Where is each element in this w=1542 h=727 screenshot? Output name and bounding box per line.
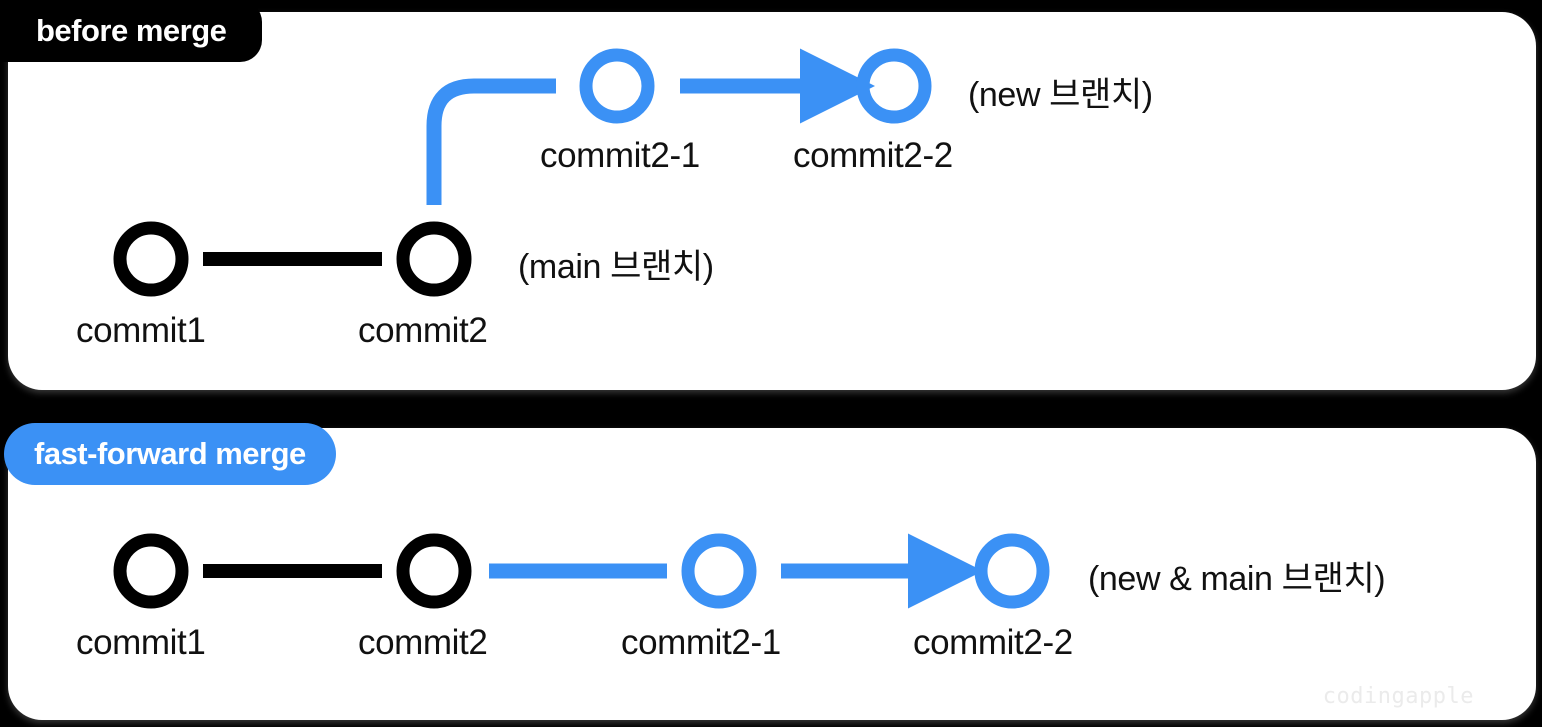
label-commit2-bottom: commit2: [358, 623, 488, 662]
badge-before-merge: before merge: [0, 0, 263, 62]
label-commit1-bottom: commit1: [76, 623, 206, 662]
label-commit1-top: commit1: [76, 311, 206, 350]
label-commit2-2-top: commit2-2: [793, 136, 953, 175]
label-main-branch: (main 브랜치): [518, 248, 714, 286]
label-new-branch: (new 브랜치): [968, 76, 1153, 114]
label-commit2-1-bottom: commit2-1: [621, 623, 781, 662]
label-commit2-1-top: commit2-1: [540, 136, 700, 175]
label-commit2-2-bottom: commit2-2: [913, 623, 1073, 662]
label-commit2-top: commit2: [358, 311, 488, 350]
panel-before-merge: [8, 12, 1536, 390]
label-new-and-main-branch: (new & main 브랜치): [1088, 560, 1386, 598]
watermark-codingapple: codingapple: [1322, 684, 1474, 709]
badge-fast-forward-merge: fast-forward merge: [4, 423, 336, 485]
